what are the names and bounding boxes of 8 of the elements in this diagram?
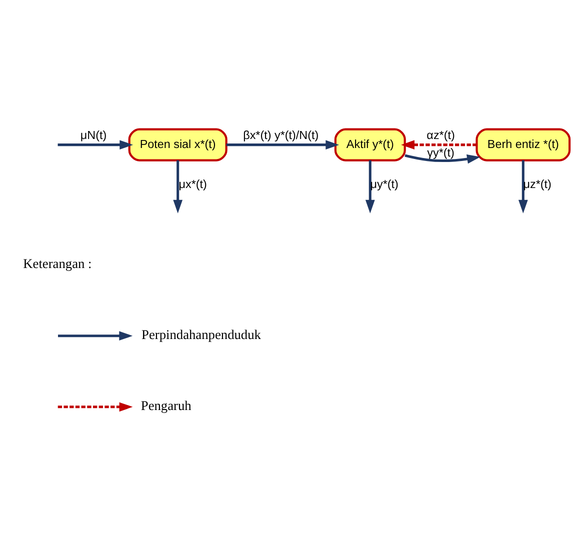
edge-label: γy*(t) [427,146,454,160]
edge-label: αz*(t) [426,128,455,142]
edge-label: βx*(t) y*(t)/N(t) [243,128,319,142]
legend-label: Pengaruh [140,398,192,413]
edge-label: μN(t) [80,128,107,142]
legend-label: Perpindahanpenduduk [142,326,261,342]
edge-label: μx*(t) [178,178,207,191]
label: Keterangan : [23,255,92,270]
